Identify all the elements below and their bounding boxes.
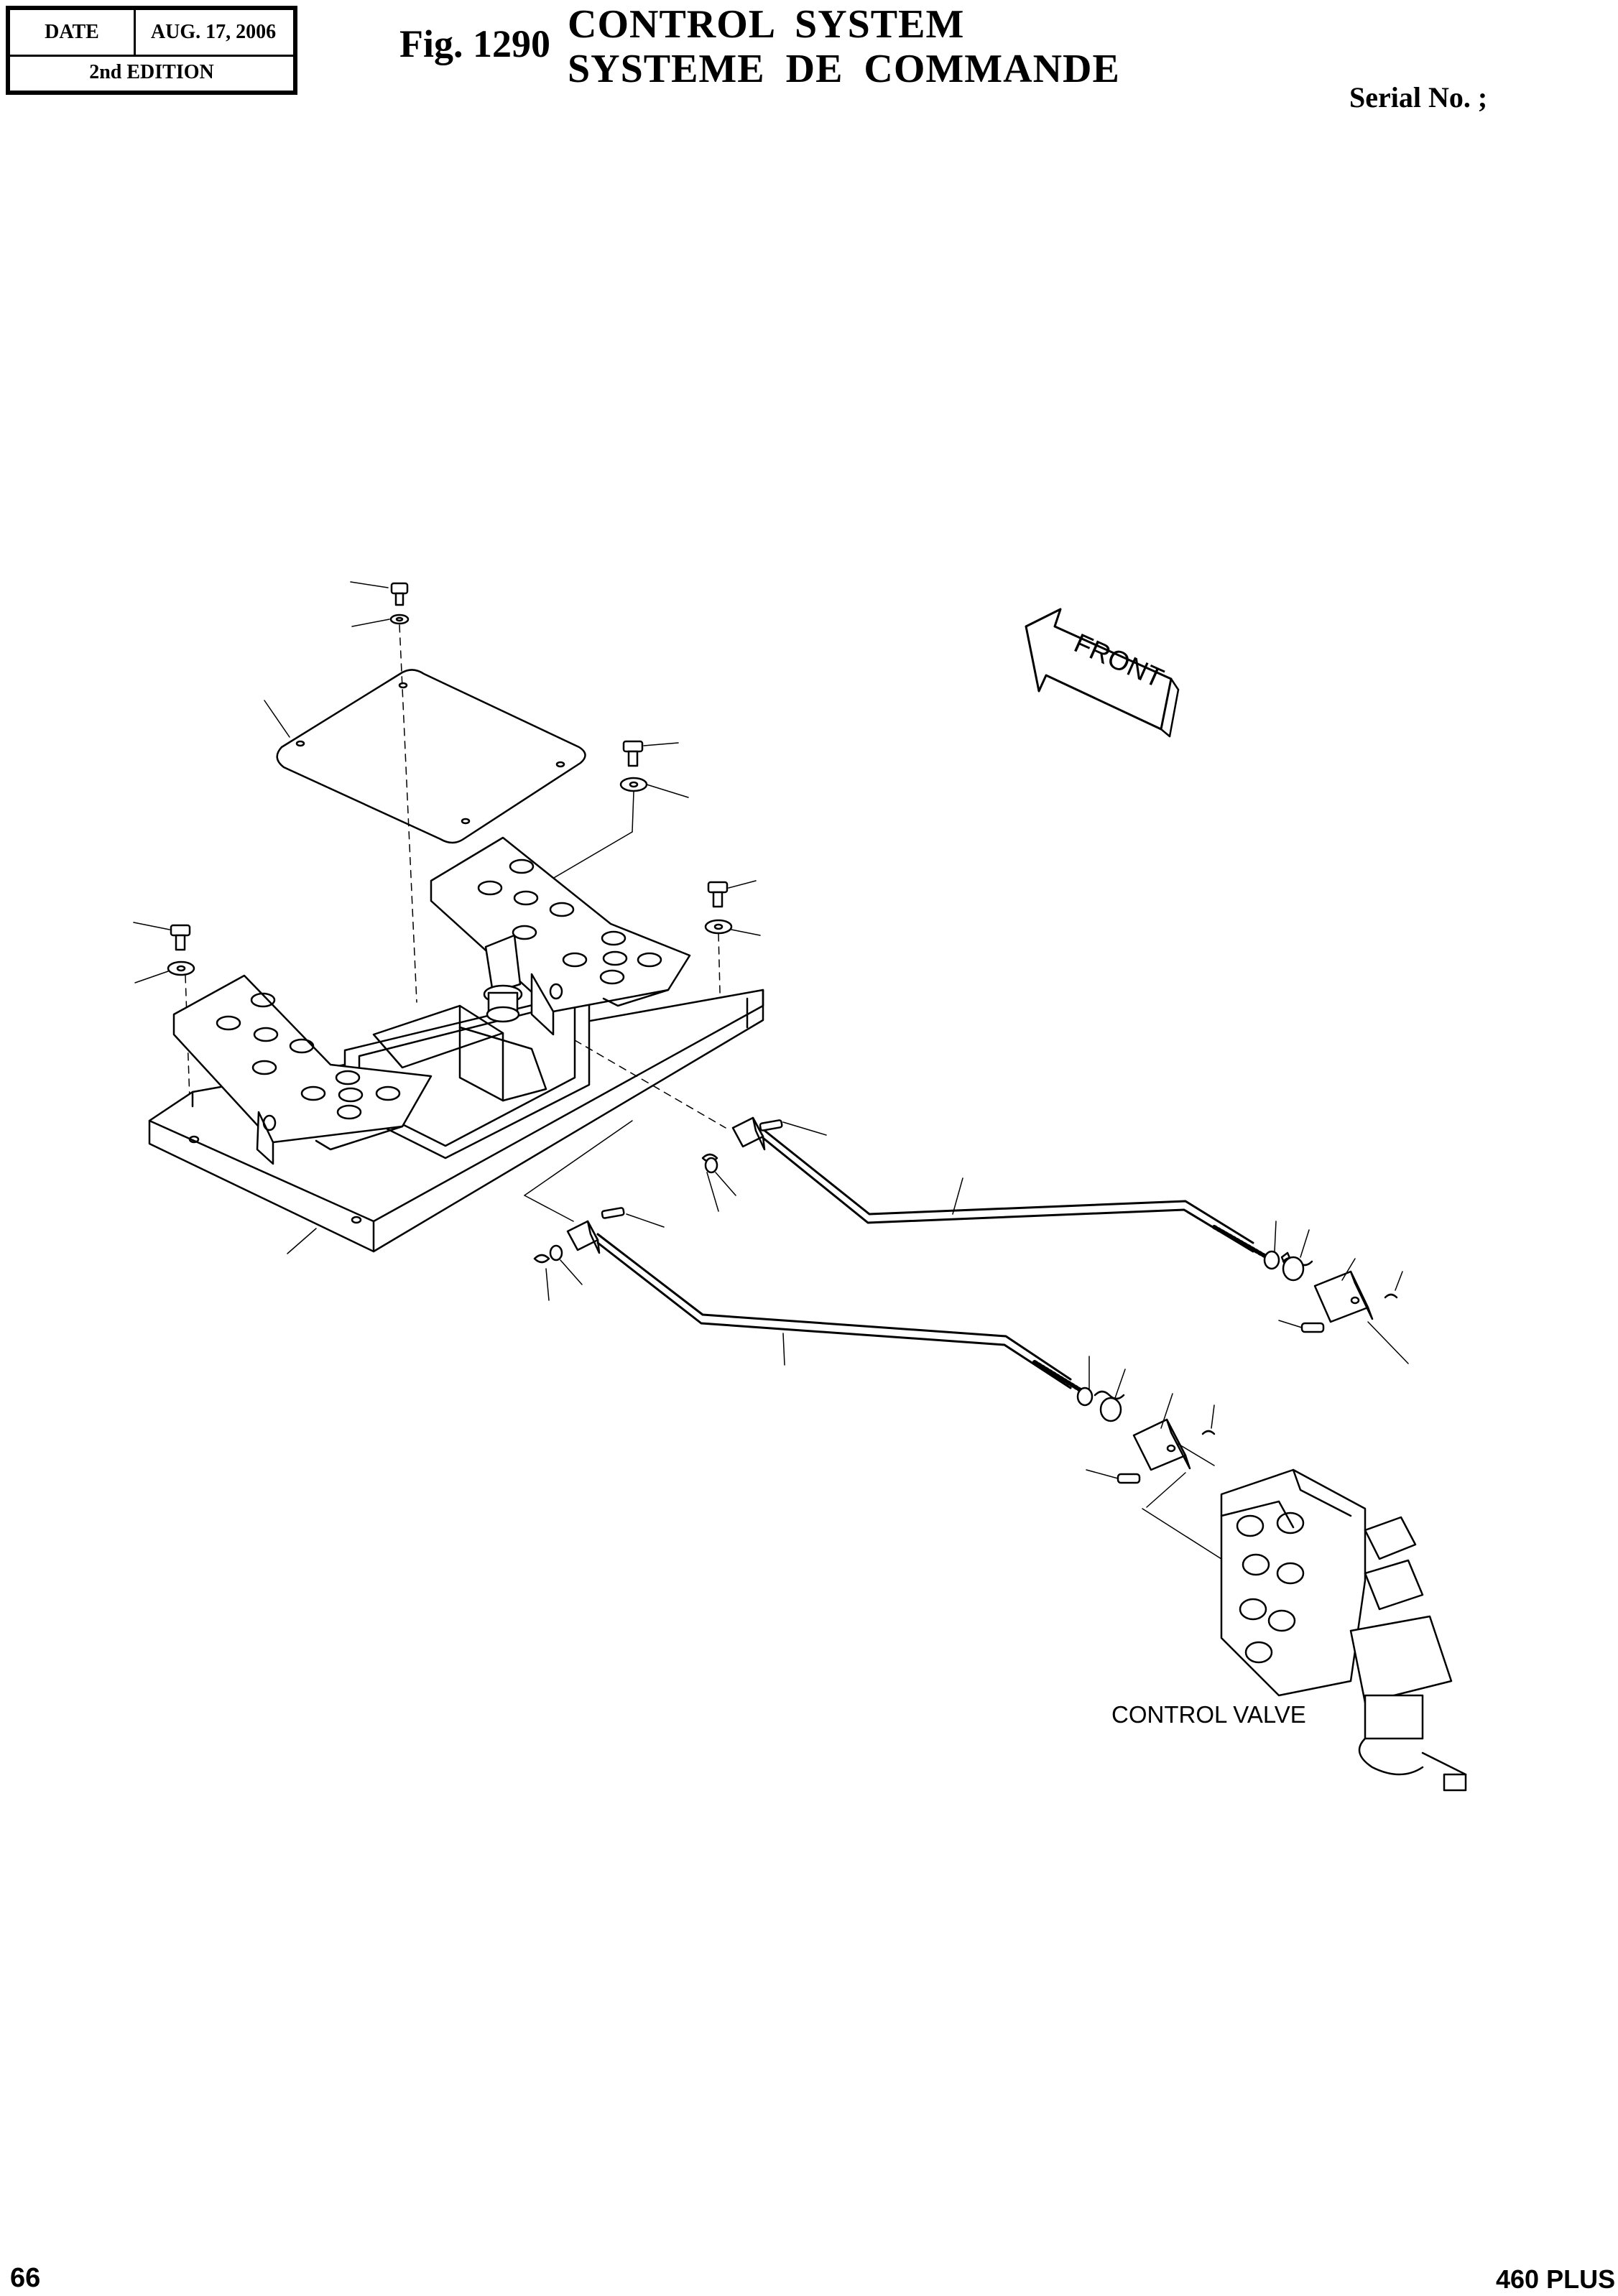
control-valve-label: CONTROL VALVE [1111,1701,1306,1728]
top-screw [350,581,417,1003]
model-name: 460 PLUS [1496,2264,1616,2294]
title-french: SYSTEME DE COMMANDE [568,47,1120,91]
lower-linkage-rod [524,1120,1216,1508]
upper-linkage-rod [574,1040,1409,1364]
date-value: AUG. 17, 2006 [150,21,277,43]
left-screw [133,922,195,1142]
page-number: 66 [10,2263,41,2293]
date-label: DATE [10,10,136,55]
header-date-row: DATE AUG. 17, 2006 [10,10,293,57]
title-english: CONTROL SYSTEM [568,2,965,47]
serial-number: Serial No. ; [1349,81,1488,114]
header-box: DATE AUG. 17, 2006 2nd EDITION [6,6,297,95]
edition-label: 2nd EDITION [89,61,214,83]
figure-number: Fig. 1290 [399,22,550,65]
front-arrow: FRONT [1025,608,1180,738]
cover-plate [264,669,586,844]
left-pedal [172,974,433,1165]
control-valve [1142,1443,1467,1792]
header-edition-row: 2nd EDITION [10,55,293,91]
right-screw-upper [531,740,689,892]
right-pedal [430,836,691,1036]
